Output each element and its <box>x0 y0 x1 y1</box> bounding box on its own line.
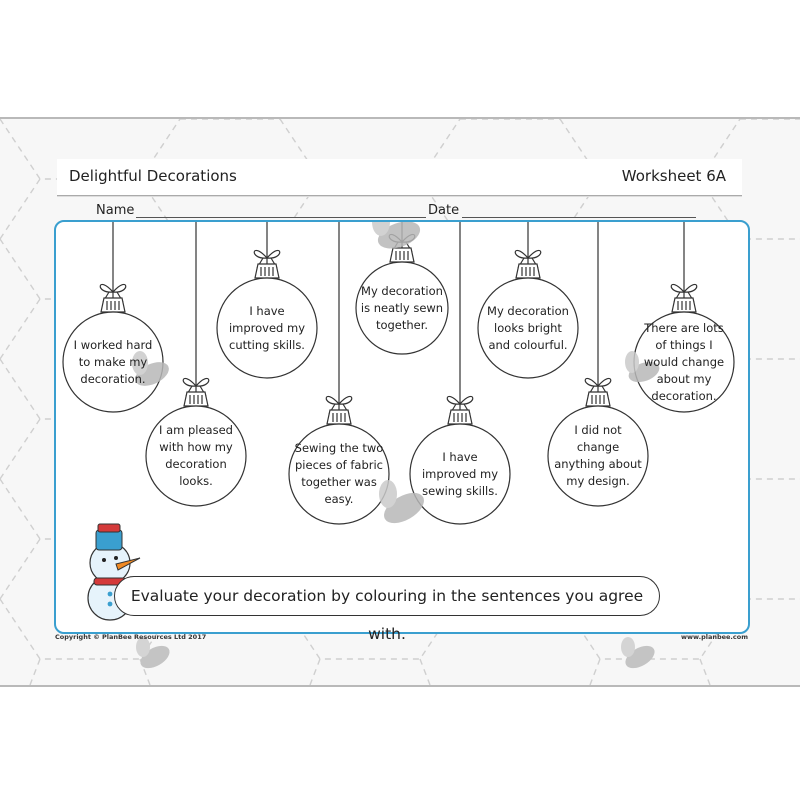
bauble-statement[interactable]: I worked hard to make my decoration. <box>73 337 153 386</box>
bauble-circle[interactable] <box>62 311 164 413</box>
worksheet-title: Delightful Decorations <box>69 167 237 185</box>
bauble-circle[interactable] <box>145 405 247 507</box>
bauble-statement[interactable]: There are lots of things I would change … <box>643 320 725 403</box>
activity-frame: I worked hard to make my decoration.I am… <box>54 220 750 634</box>
name-date-fields: Name Date <box>96 203 696 221</box>
bauble-circle[interactable] <box>355 261 449 355</box>
bauble-statement[interactable]: I am pleased with how my decoration look… <box>159 423 233 488</box>
bauble-statement[interactable]: Sewing the two pieces of fabric together… <box>294 441 384 506</box>
bee-watermark-icon <box>136 637 655 669</box>
bauble-circle[interactable] <box>288 423 390 525</box>
bauble-statement[interactable]: My decoration looks bright and colourful… <box>487 303 569 352</box>
baubles-drawing <box>62 222 735 621</box>
bauble-circle[interactable] <box>547 405 649 507</box>
bauble-cap-icon <box>183 391 209 407</box>
instruction-bubble: Evaluate your decoration by colouring in… <box>114 576 660 643</box>
bauble-cap-icon <box>389 247 415 263</box>
name-line[interactable] <box>136 217 426 218</box>
date-line[interactable] <box>462 217 696 218</box>
bauble-statement[interactable]: I have improved my cutting skills. <box>228 303 306 352</box>
bauble-cap-icon <box>326 409 352 425</box>
bee-watermark-icon <box>132 222 660 524</box>
worksheet-header: Delightful Decorations Worksheet 6A <box>57 159 742 196</box>
bauble-statement[interactable]: I did not change anything about my desig… <box>554 423 642 488</box>
date-label: Date <box>428 203 460 218</box>
copyright-text: Copyright © PlanBee Resources Ltd 2017 <box>55 633 207 641</box>
bauble-cap-icon <box>100 297 126 313</box>
bauble-circle[interactable] <box>216 277 318 379</box>
website-text: www.planbee.com <box>681 633 748 641</box>
name-label: Name <box>96 203 135 218</box>
bauble-cap-icon <box>671 297 697 313</box>
bauble-cap-icon <box>585 391 611 407</box>
bauble-circle[interactable] <box>477 277 579 379</box>
bauble-cap-icon <box>515 263 541 279</box>
bauble-cap-icon <box>254 263 280 279</box>
worksheet-page: Delightful Decorations Worksheet 6A Name… <box>0 117 800 687</box>
worksheet-number: Worksheet 6A <box>621 167 726 185</box>
bauble-circle[interactable] <box>409 423 511 525</box>
bauble-statement[interactable]: I have improved my sewing skills. <box>421 449 499 498</box>
bauble-cap-icon <box>447 409 473 425</box>
bauble-statement[interactable]: My decoration is neatly sewn together. <box>360 283 444 332</box>
